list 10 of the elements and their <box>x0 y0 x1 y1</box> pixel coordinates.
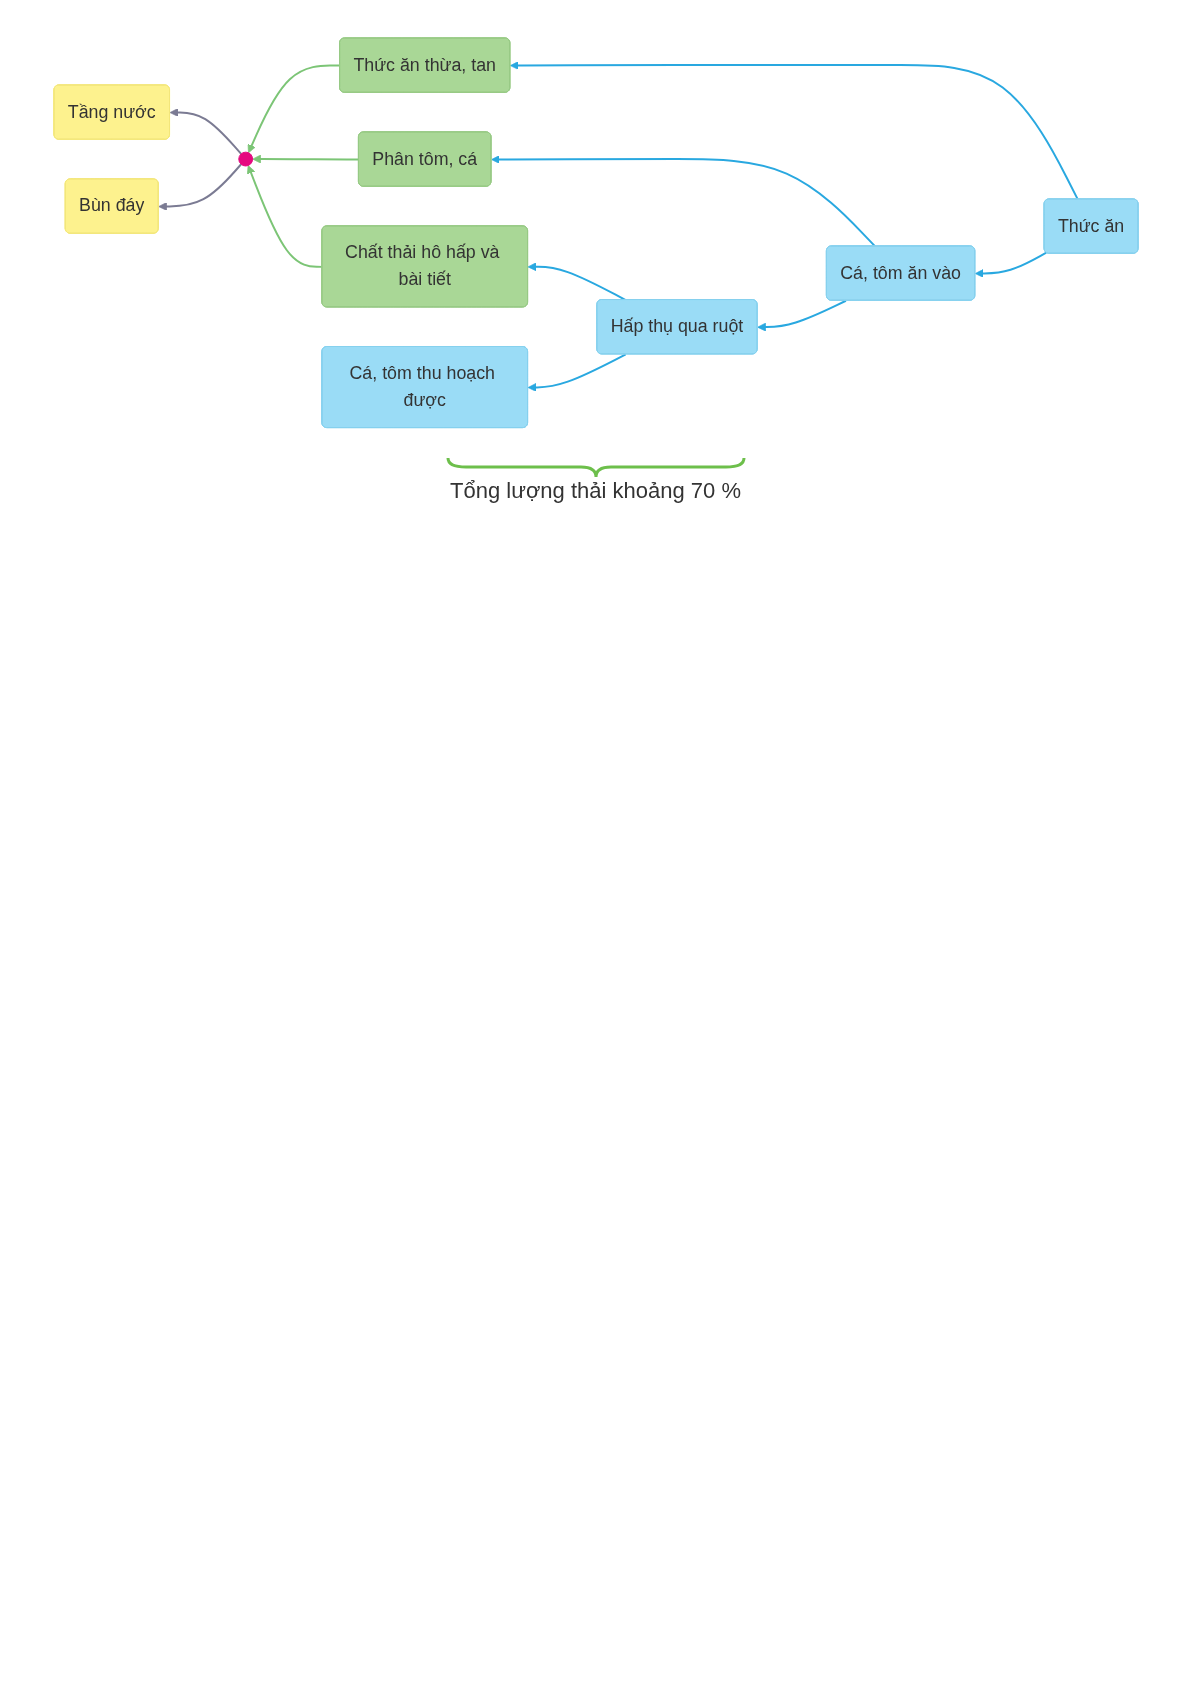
arrow <box>527 353 627 392</box>
arrow <box>756 299 847 332</box>
arrow <box>527 262 627 301</box>
arrow <box>169 108 242 155</box>
arrow <box>157 163 242 211</box>
note-text: Tổng lượng thải khoảng 70 % <box>450 477 741 504</box>
arrow <box>247 64 341 154</box>
arrow <box>974 251 1047 278</box>
arrow <box>246 165 323 268</box>
node-circle <box>237 151 253 167</box>
